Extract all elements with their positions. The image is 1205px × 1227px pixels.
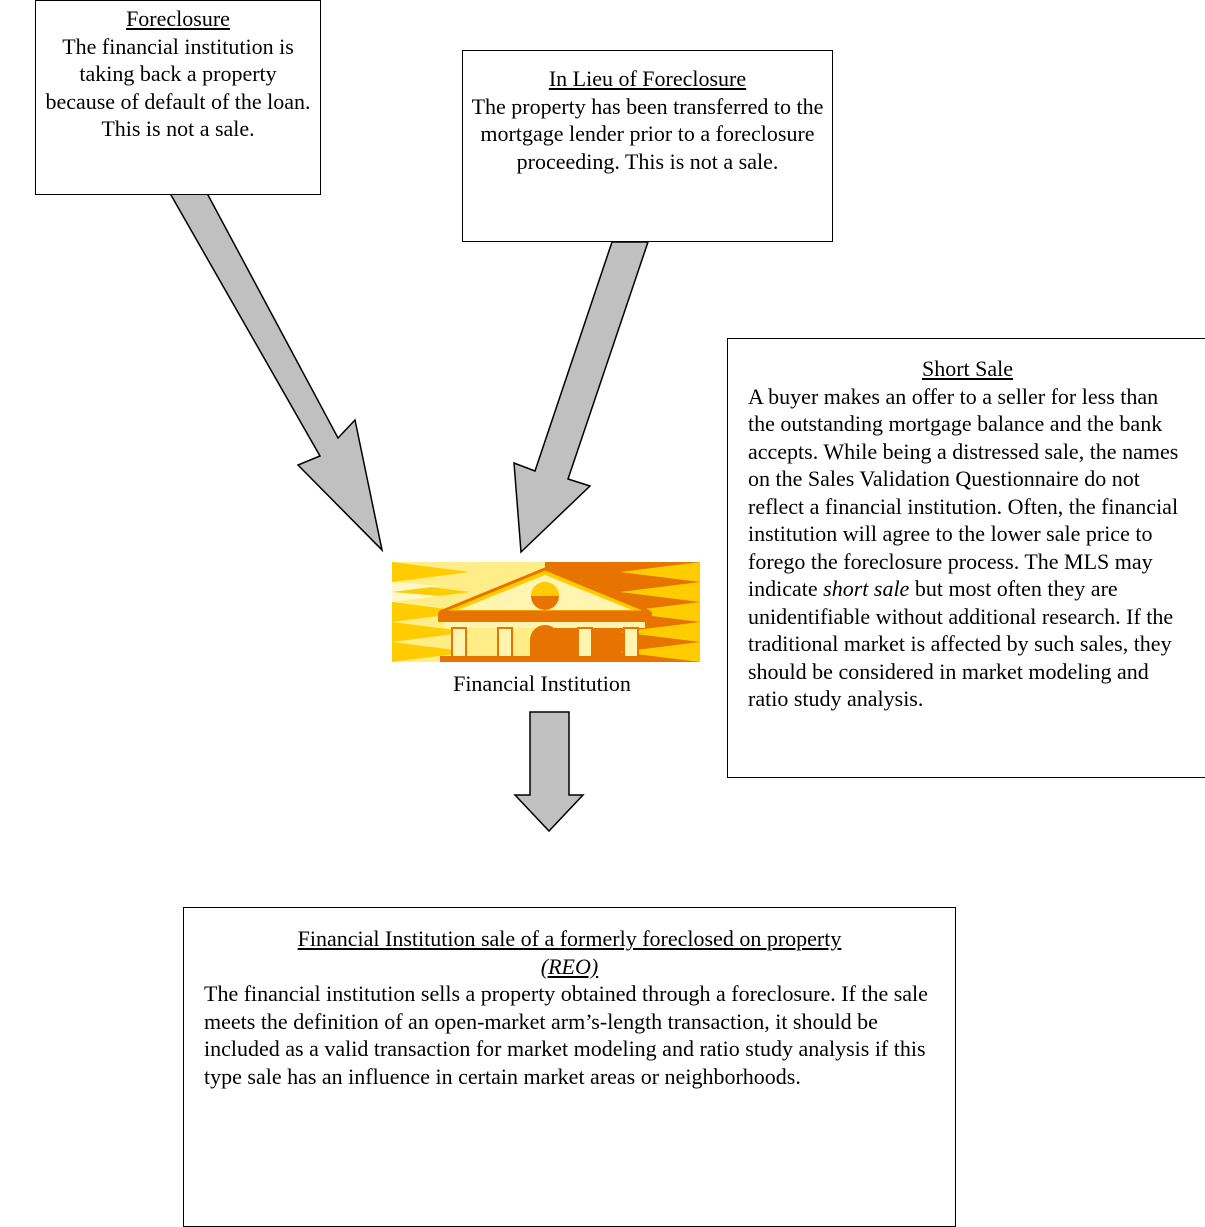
short-sale-body: A buyer makes an offer to a seller for l… [748,384,1178,712]
in-lieu-title: In Lieu of Foreclosure [548,66,747,91]
short-sale-box: Short Sale A buyer makes an offer to a s… [727,338,1205,778]
reo-box: Financial Institution sale of a formerly… [183,907,956,1227]
short-sale-title: Short Sale [921,356,1014,381]
foreclosure-title: Foreclosure [126,6,230,31]
arrow-foreclosure-to-bank [153,166,384,553]
short-sale-body-part2: but most often they are unidentifiable w… [748,576,1174,711]
short-sale-body-part1: A buyer makes an offer to a seller for l… [748,383,1179,602]
in-lieu-body: The property has been transferred to the… [471,93,824,174]
in-lieu-box: In Lieu of Foreclosure The property has … [462,50,833,242]
reo-subtitle: (REO) [540,953,599,979]
bank-building-icon [392,562,700,662]
short-sale-emphasis: short sale [823,576,910,601]
foreclosure-body: The financial institution is taking back… [45,33,311,142]
arrow-bank-to-reo [513,711,585,833]
reo-body: The financial institution sells a proper… [204,981,928,1089]
reo-title: Financial Institution sale of a formerly… [297,926,842,951]
bank-caption: Financial Institution [453,671,631,696]
foreclosure-box: Foreclosure The financial institution is… [35,0,321,195]
arrow-inlieu-to-bank [513,241,650,554]
